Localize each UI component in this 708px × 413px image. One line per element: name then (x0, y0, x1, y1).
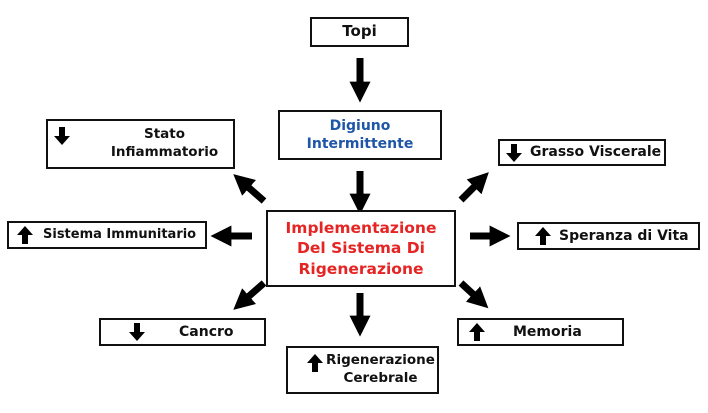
topi-box: Topi (310, 17, 409, 47)
speranza-di-vita-box: Speranza di Vita (517, 222, 700, 250)
central-box: Implementazione Del Sistema Di Rigeneraz… (266, 210, 456, 287)
digiuno-box: Digiuno Intermittente (278, 110, 442, 160)
down-arrow-icon (54, 127, 70, 145)
grasso-viscerale-box: Grasso Viscerale (498, 139, 666, 166)
central-line3: Rigenerazione (298, 259, 424, 278)
grasso-label: Grasso Viscerale (530, 144, 662, 161)
rigen-line2: Cerebrale (343, 370, 418, 386)
speranza-label: Speranza di Vita (559, 227, 689, 244)
central-line2: Del Sistema Di (297, 239, 425, 258)
up-arrow-icon (17, 226, 33, 244)
topi-label: Topi (342, 22, 377, 41)
up-arrow-icon (307, 354, 323, 372)
up-arrow-icon (469, 323, 485, 341)
stato-line2: Infiammatorio (110, 144, 219, 160)
memoria-box: Memoria (457, 318, 624, 346)
rigenerazione-cerebrale-box: Rigenerazione Cerebrale (286, 346, 439, 394)
down-arrow-icon (506, 143, 522, 162)
sistema-label: Sistema Immunitario (43, 226, 197, 242)
cancro-label: Cancro (179, 323, 234, 340)
memoria-label: Memoria (513, 323, 582, 340)
arrow-to-memoria (458, 280, 489, 309)
digiuno-line1: Digiuno (329, 117, 391, 134)
central-line1: Implementazione (285, 219, 437, 238)
arrow-to-stato (233, 174, 267, 204)
arrow-to-grasso (458, 172, 489, 203)
up-arrow-icon (535, 227, 551, 245)
digiuno-line2: Intermittente (306, 136, 414, 152)
rigen-line1: Rigenerazione (326, 352, 435, 369)
sistema-immunitario-box: Sistema Immunitario (7, 221, 207, 249)
cancro-box: Cancro (99, 318, 266, 346)
down-arrow-icon (129, 323, 145, 341)
arrow-to-cancro (233, 280, 267, 310)
stato-line1: Stato (143, 126, 185, 143)
stato-infiammatorio-box: Stato Infiammatorio (46, 119, 235, 169)
